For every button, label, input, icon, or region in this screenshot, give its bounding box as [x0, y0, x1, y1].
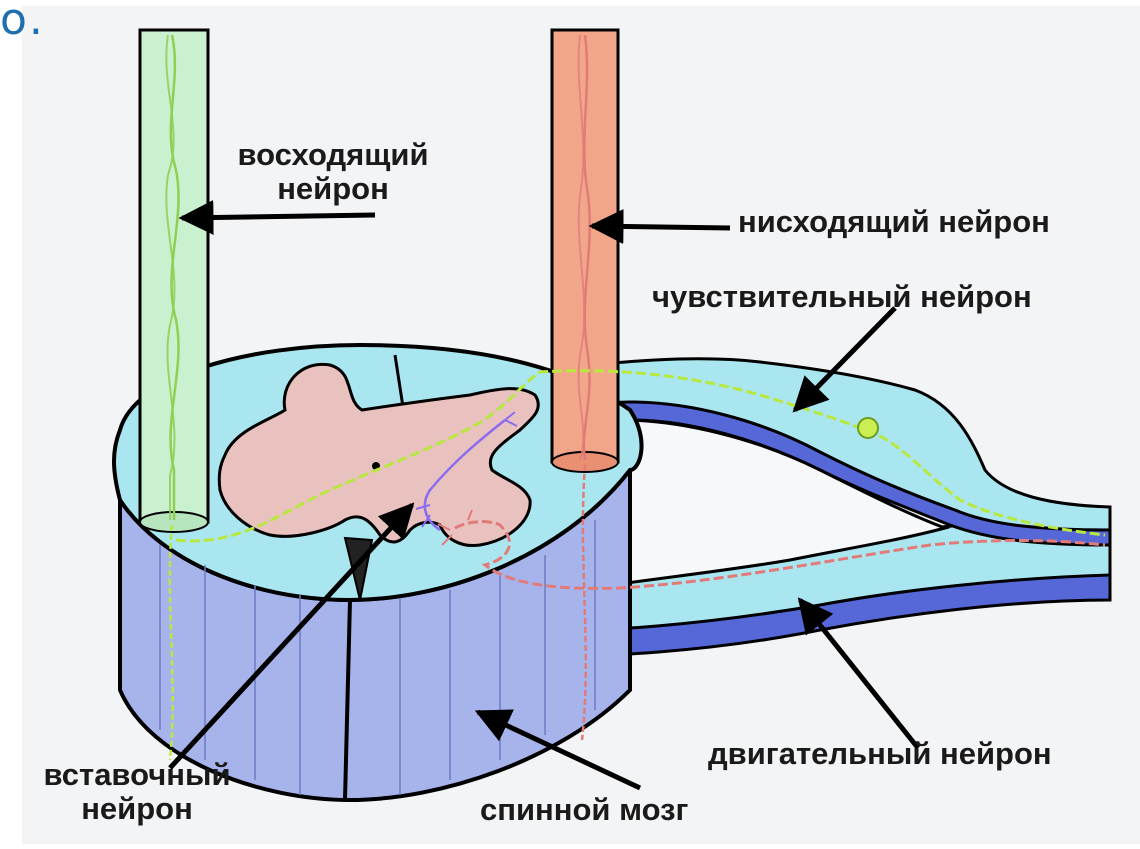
descending-arrow — [592, 226, 730, 228]
motor-neuron-label: двигательный нейрон — [708, 737, 1052, 771]
corner-text-fragment: о. — [0, 0, 45, 45]
ascending-arrow — [182, 215, 375, 218]
descending-neuron-label: нисходящий нейрон — [738, 205, 1050, 239]
sensory-neuron-label: чувствительный нейрон — [652, 280, 1032, 314]
interneuron-label-line2: нейрон — [12, 792, 262, 826]
spinal-cord-label: спинной мозг — [480, 793, 688, 827]
interneuron-label: вставочный нейрон — [12, 758, 262, 826]
ascending-neuron-label: восходящий нейрон — [210, 138, 456, 206]
interneuron-label-line1: вставочный — [12, 758, 262, 792]
ascending-label-line2: нейрон — [210, 172, 456, 206]
ascending-label-line1: восходящий — [210, 138, 456, 172]
ganglion-cell — [858, 418, 878, 438]
